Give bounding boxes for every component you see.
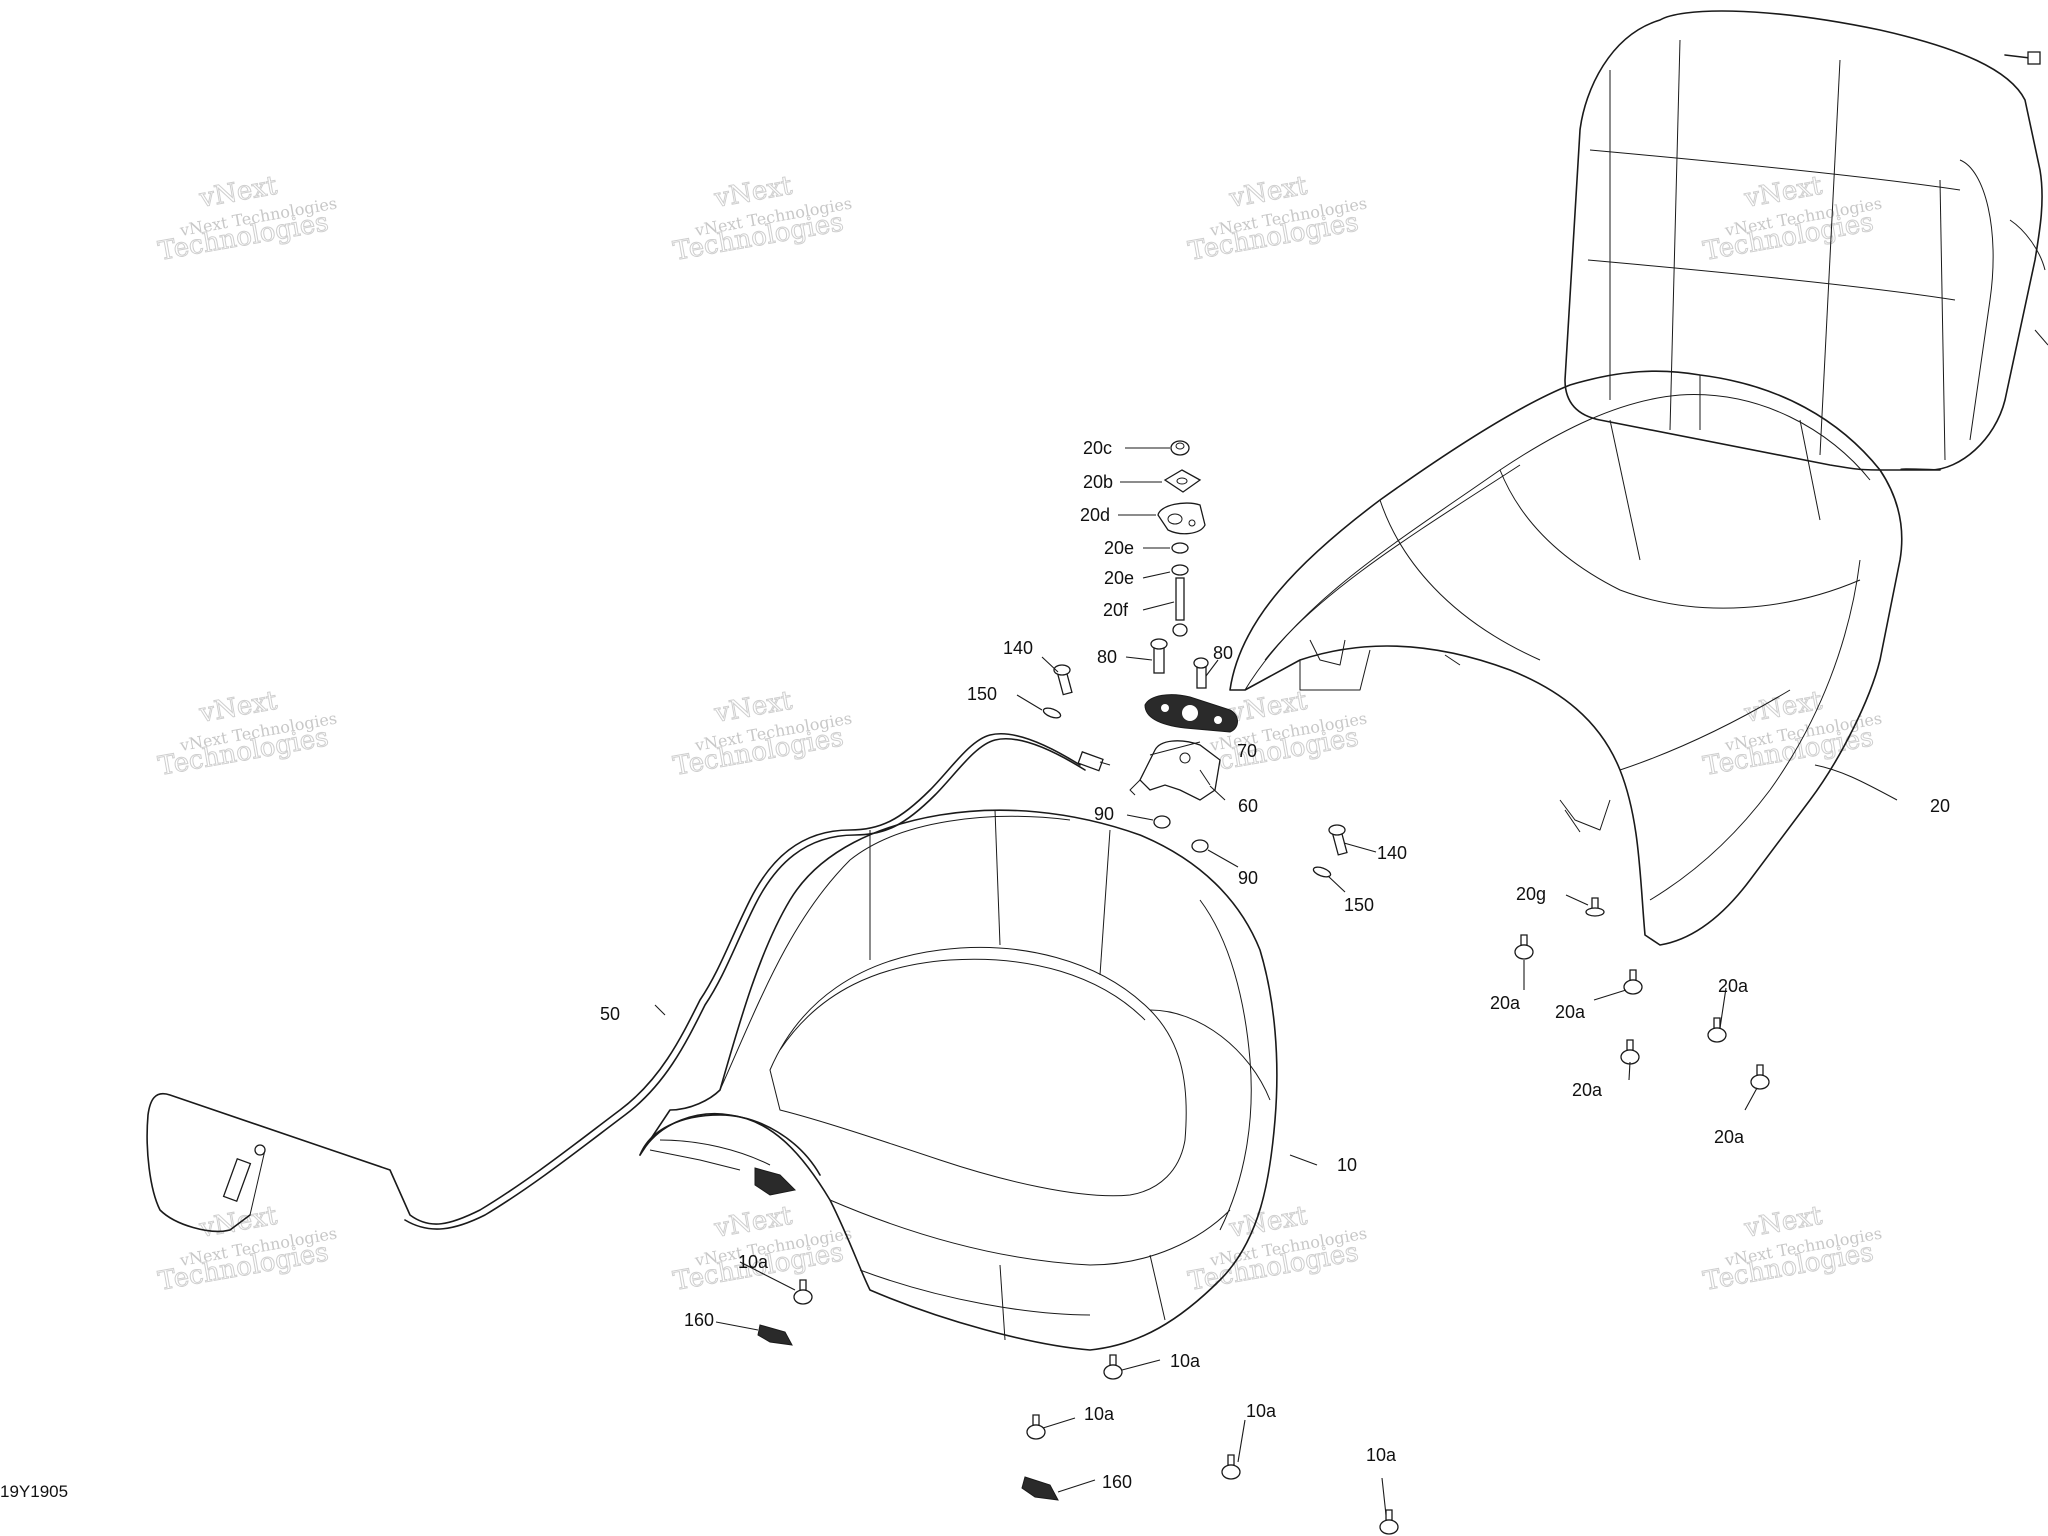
screw-icon xyxy=(2027,51,2041,65)
watermark-grid: Technologies vNext Technologies vNext Te… xyxy=(156,170,1884,1297)
watermark: Technologies vNext Technologies vNext xyxy=(1186,1200,1369,1297)
watermark: Technologies vNext Technologies vNext xyxy=(1186,170,1369,267)
watermark: Technologies vNext Technologies vNext xyxy=(156,170,339,267)
clips-160 xyxy=(757,1324,1059,1501)
watermark: Technologies vNext Technologies vNext xyxy=(156,685,339,782)
clip-150-icon xyxy=(1042,707,1062,719)
callout-20b: 20b xyxy=(1083,472,1113,492)
callout-160: 160 xyxy=(684,1310,714,1330)
callout-10a: 10a xyxy=(1170,1351,1201,1371)
callout-20g: 20g xyxy=(1516,884,1546,904)
callout-20f: 20f xyxy=(1103,600,1129,620)
bumper-icon xyxy=(1103,1354,1123,1380)
callout-20e: 20e xyxy=(1104,538,1134,558)
callout-10a: 10a xyxy=(1366,1445,1397,1465)
callout-labels: 20c 20b 20d 20e 20e 20f 140 80 80 150 70… xyxy=(600,438,1950,1492)
callout-140: 140 xyxy=(1003,638,1033,658)
watermark: Technologies vNext Technologies vNext xyxy=(671,170,854,267)
callout-50: 50 xyxy=(600,1004,620,1024)
passenger-seat xyxy=(1229,370,1903,946)
callout-80: 80 xyxy=(1097,647,1117,667)
callout-150: 150 xyxy=(967,684,997,704)
watermark: Technologies vNext Technologies vNext xyxy=(671,1200,854,1297)
bumper-icon xyxy=(1750,1064,1770,1090)
bumper-icon xyxy=(1379,1509,1399,1535)
bumper-icon xyxy=(1620,1039,1640,1065)
watermark: Technologies vNext Technologies vNext xyxy=(671,685,854,782)
bolt-20f-icon xyxy=(1175,577,1185,621)
seat-latch-icon xyxy=(754,1167,797,1196)
washer-20e-icon xyxy=(1171,542,1189,554)
washer-20e-icon xyxy=(1171,564,1189,576)
callout-20a: 20a xyxy=(1490,993,1521,1013)
callout-160: 160 xyxy=(1102,1472,1132,1492)
bumper-icon xyxy=(1514,934,1534,960)
hardware-stack xyxy=(1042,440,1605,917)
callout-90: 90 xyxy=(1094,804,1114,824)
watermark: Technologies vNext Technologies vNext xyxy=(1701,1200,1884,1297)
watermark: Technologies vNext Technologies vNext xyxy=(1701,685,1884,782)
latch-60-icon xyxy=(1139,740,1221,801)
square-nut-20b-icon xyxy=(1163,469,1202,493)
cable-end-icon xyxy=(254,1144,266,1156)
cable-50 xyxy=(146,733,1111,1233)
clip-160-icon xyxy=(1021,1476,1059,1501)
callout-90: 90 xyxy=(1238,868,1258,888)
callout-10a: 10a xyxy=(738,1252,769,1272)
bumper-icon xyxy=(793,1279,813,1305)
backrest xyxy=(1564,10,2048,471)
bumper-icon xyxy=(1623,969,1643,995)
callout-140: 140 xyxy=(1377,843,1407,863)
driver-seat xyxy=(639,809,1278,1351)
nut-90-icon xyxy=(1153,815,1171,829)
callout-20: 20 xyxy=(1930,796,1950,816)
callout-60: 60 xyxy=(1238,796,1258,816)
cable-fitting-icon xyxy=(1077,751,1104,772)
leader-lines xyxy=(654,447,1898,1516)
callout-20e: 20e xyxy=(1104,568,1134,588)
callout-150: 150 xyxy=(1344,895,1374,915)
clip-150-icon xyxy=(1312,866,1332,878)
callout-10: 10 xyxy=(1337,1155,1357,1175)
bumper-icon xyxy=(1221,1454,1241,1480)
callout-70: 70 xyxy=(1237,741,1257,761)
diagram-code: 19Y1905 xyxy=(0,1482,68,1501)
callout-10a: 10a xyxy=(1246,1401,1277,1421)
watermark: Technologies vNext Technologies vNext xyxy=(156,1200,339,1297)
nut-20c-icon xyxy=(1170,440,1190,456)
clip-160-icon xyxy=(757,1324,793,1346)
callout-20a: 20a xyxy=(1718,976,1749,996)
callout-20d: 20d xyxy=(1080,505,1110,525)
nut-90-icon xyxy=(1191,839,1209,853)
callout-20a: 20a xyxy=(1572,1080,1603,1100)
bumper-icon xyxy=(1707,1017,1727,1043)
callout-20a: 20a xyxy=(1714,1127,1745,1147)
callout-10a: 10a xyxy=(1084,1404,1115,1424)
callout-20c: 20c xyxy=(1083,438,1112,458)
bumpers-20a xyxy=(1514,934,1770,1090)
callout-20a: 20a xyxy=(1555,1002,1586,1022)
bumper-icon xyxy=(1026,1414,1046,1440)
cable-connector-icon xyxy=(222,1157,252,1203)
callout-80: 80 xyxy=(1213,643,1233,663)
bumpers-10a xyxy=(793,1279,1399,1535)
